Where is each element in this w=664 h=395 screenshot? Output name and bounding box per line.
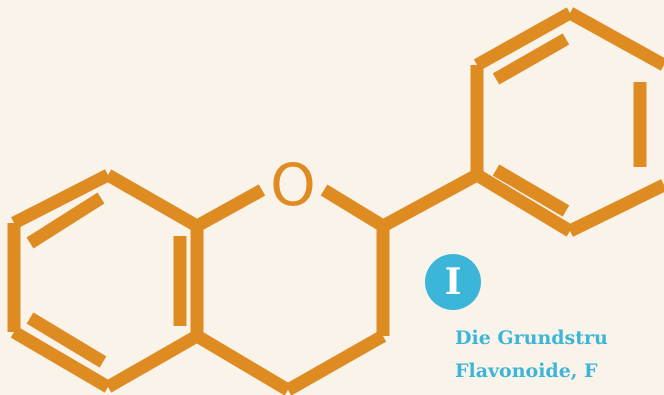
bond bbox=[11, 169, 111, 229]
ring-c bbox=[193, 184, 390, 395]
caption-line-2: Flavonoide, F bbox=[455, 360, 598, 382]
bond bbox=[473, 169, 574, 237]
bond bbox=[566, 7, 664, 71]
bond bbox=[104, 169, 201, 232]
double-bond-inner bbox=[26, 312, 107, 368]
bond bbox=[10, 326, 112, 393]
ring-a bbox=[7, 169, 204, 393]
caption-line-1: Die Grundstru bbox=[455, 327, 608, 349]
bond bbox=[567, 179, 664, 237]
bond bbox=[104, 330, 201, 393]
oxygen-atom-label: O bbox=[270, 151, 316, 219]
bond bbox=[193, 184, 266, 232]
figure-number-badge: I bbox=[425, 254, 481, 310]
bond bbox=[320, 184, 387, 232]
bond bbox=[473, 7, 574, 71]
double-bond-inner bbox=[492, 164, 570, 217]
double-bond-inner bbox=[492, 33, 570, 85]
bond bbox=[193, 330, 292, 395]
figure-caption: Die Grundstru Flavonoide, F bbox=[455, 322, 608, 388]
ring-b bbox=[470, 7, 664, 237]
phenyl-link-bond bbox=[379, 169, 481, 232]
double-bond-inner bbox=[26, 192, 105, 249]
bond bbox=[284, 330, 387, 395]
